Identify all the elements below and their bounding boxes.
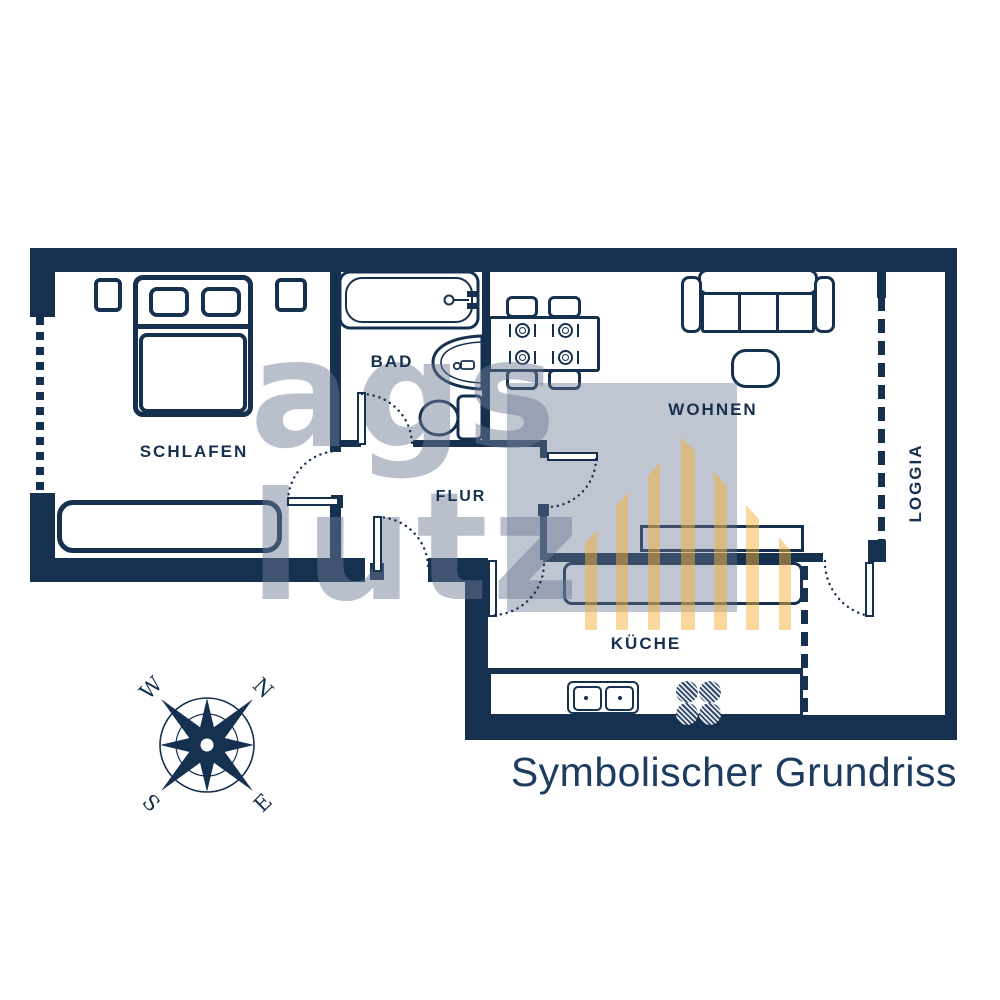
sofa-armrest-right [814,276,835,333]
place-setting-plate [515,350,530,365]
sofa-cushion-divider [738,294,741,331]
wall-bedroom-flur-lower [330,503,341,582]
window-kitchen-icon [801,566,808,713]
fork-icon [509,351,511,364]
place-setting-plate-inner [519,354,526,361]
nightstand-left [94,278,122,312]
fork-icon [552,351,554,364]
room-label-bad: BAD [370,352,414,371]
room-label-flur: FLUR [435,488,487,505]
place-setting-plate-inner [519,327,526,334]
sofa-cushion-divider [776,294,779,331]
room-label-wohnen: WOHNEN [668,400,758,419]
bathtub-tap2-icon [467,303,477,309]
knife-icon [534,351,536,364]
pillow-right [201,287,241,317]
place-setting-plate [558,350,573,365]
watermark-building-bar [714,472,727,630]
watermark-building-bar [648,462,660,630]
wall-flur-wohnen-stub [540,447,547,458]
compass-label-east: E [249,789,277,817]
watermark-building-bar [616,492,628,630]
compass-hub-center [200,738,214,752]
sink-drain-icon [618,696,622,700]
wall-bedroom-bottom [30,558,365,582]
watermark-building-bar [585,530,597,630]
dining-table [488,316,600,372]
door-swing-living [545,457,598,509]
stove-burner-icon [699,703,721,725]
door-swing-bath [360,392,414,446]
stove-burner-icon [676,703,698,725]
sofa-seat [701,292,815,333]
place-setting-plate-inner [562,327,569,334]
bed-duvet [139,333,247,413]
plan-title: Symbolischer Grundriss [510,749,957,795]
door-leaf-bedroom [287,497,339,506]
coffee-table [731,349,780,388]
bathtub-inner-icon [345,277,473,323]
compass-rose: N W S E [135,672,278,817]
window-bedroom-icon [36,317,44,493]
place-setting-plate-inner [562,354,569,361]
wall-bedroom-flur-upper [330,272,341,452]
stove-burner-icon [676,681,698,703]
compass-label-south: S [137,789,164,816]
window-loggia-icon [878,297,885,540]
bathtub-tap-icon [467,291,477,297]
fork-icon [552,324,554,337]
room-label-schlafen: SCHLAFEN [139,442,249,461]
wall-kitchen-left [465,558,488,740]
pillow-left [149,287,189,317]
washbasin-handle-icon [460,360,475,370]
door-swing-kitchen [493,562,546,617]
room-label-loggia: LOGGIA [906,443,925,523]
wall-right [945,248,957,740]
wall-bath-right [482,272,490,447]
door-swing-bedroom [286,449,341,502]
wall-bath-bottom-left [338,440,361,447]
sofa-armrest-left [681,276,702,333]
compass-label-west: W [135,672,168,705]
sink-drain-icon [584,696,588,700]
door-leaf-loggia [865,562,874,617]
watermark-text-line1: ags [250,308,560,482]
compass-label-north: N [248,673,278,703]
washbasin-inner-icon [440,341,483,384]
place-setting-plate [515,323,530,338]
door-swing-entry [376,515,430,569]
wardrobe [57,500,282,553]
wall-loggia-stub-bottom [868,540,886,562]
wall-top [30,248,957,272]
kitchen-sink-basin-left [573,686,602,711]
knife-icon [577,324,579,337]
wall-flur-wohnen-lower [540,508,547,560]
fork-icon [509,324,511,337]
knife-icon [577,351,579,364]
watermark-building-bar [779,537,791,630]
kitchen-counter-edge [488,668,803,674]
door-leaf-kitchen [488,560,497,617]
wall-bath-bottom-right [413,440,547,447]
stove-burner-icon [699,681,721,703]
watermark-building-bar [681,437,695,630]
nightstand-right [275,278,307,312]
wall-left-upper [30,248,55,317]
bed-divider [133,324,253,329]
watermark-building-bar [746,505,759,630]
wall-loggia-stub-top [877,268,886,298]
door-leaf-living [547,452,598,461]
knife-icon [534,324,536,337]
door-swing-loggia [823,559,871,618]
place-setting-plate [558,323,573,338]
toilet-bowl-icon [418,399,460,437]
hinge-living-door [538,504,549,516]
room-label-kueche: KÜCHE [610,634,682,653]
